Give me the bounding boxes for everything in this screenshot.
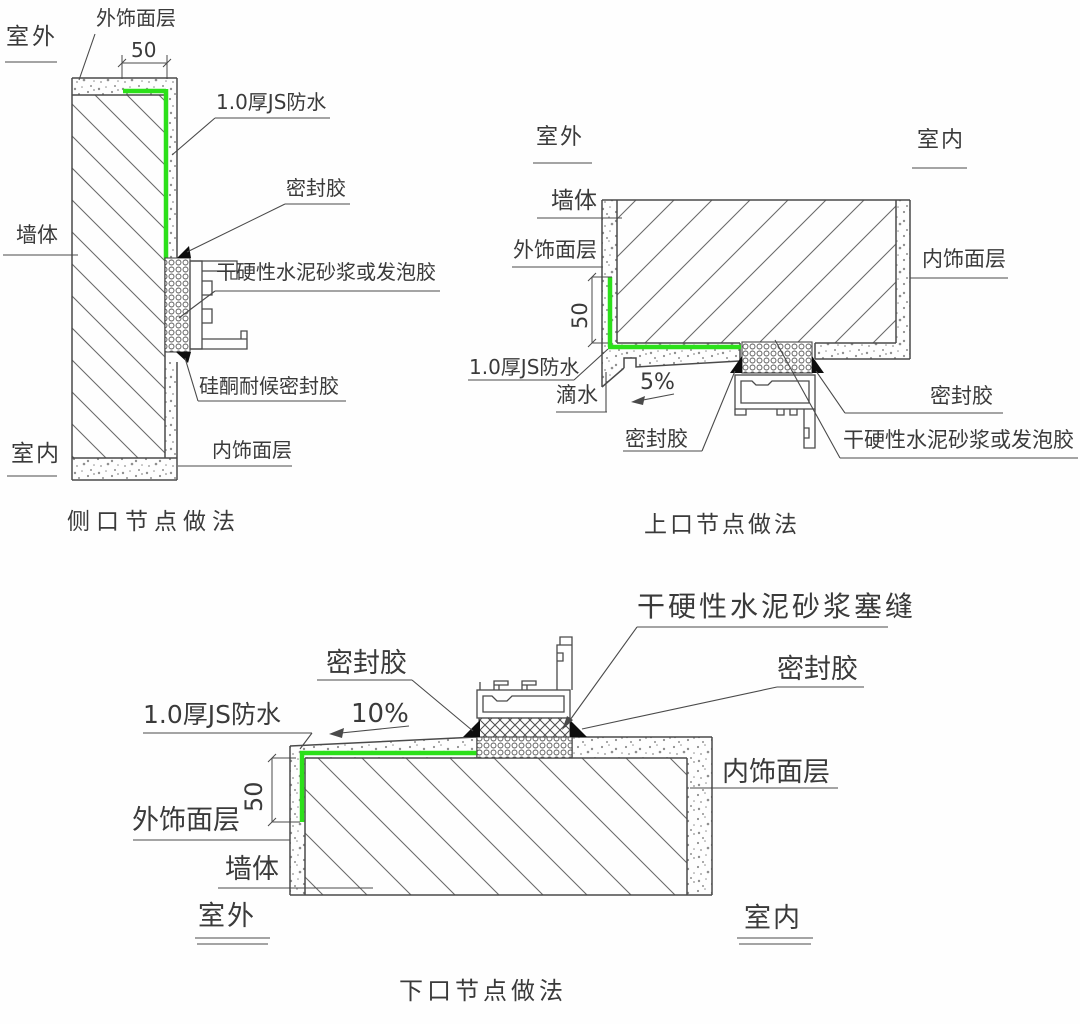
bottom-exterior-finish-label: 外饰面层 <box>132 805 240 836</box>
top-outdoor-label: 室外 <box>536 125 585 150</box>
top-slope-label: 5% <box>640 370 675 395</box>
side-caption: 侧口节点做法 <box>67 509 241 535</box>
side-wall-label: 墙体 <box>16 223 58 247</box>
bottom-outdoor-label: 室外 <box>198 901 256 932</box>
bottom-wall-label: 墙体 <box>225 854 279 885</box>
bottom-mortar-caulk-label: 干硬性水泥砂浆塞缝 <box>637 590 917 623</box>
bottom-slope-label: 10% <box>351 699 409 729</box>
side-outdoor-label: 室外 <box>6 24 58 50</box>
side-detail-drawing <box>3 33 440 481</box>
top-js-waterproof-label: 1.0厚JS防水 <box>469 355 580 379</box>
side-dim-50: 50 <box>131 38 157 62</box>
bottom-interior-finish-label: 内饰面层 <box>722 757 830 788</box>
side-interior-finish-label: 内饰面层 <box>212 438 292 462</box>
side-exterior-finish-label: 外饰面层 <box>96 6 176 30</box>
bottom-sealant-left-label: 密封胶 <box>326 648 407 679</box>
top-mortar-foam-label: 干硬性水泥砂浆或发泡胶 <box>843 428 1074 452</box>
side-indoor-label: 室内 <box>11 441 61 467</box>
top-dim-50: 50 <box>568 302 592 329</box>
top-caption: 上口节点做法 <box>644 512 800 538</box>
side-sealant-label: 密封胶 <box>286 176 346 200</box>
top-wall-label: 墙体 <box>551 188 597 214</box>
bottom-window-frame <box>476 636 573 719</box>
bottom-indoor-label: 室内 <box>744 903 802 934</box>
top-detail-drawing <box>468 162 1078 459</box>
bottom-sealant-right-label: 密封胶 <box>777 654 858 685</box>
bottom-dim-50: 50 <box>240 781 268 812</box>
bottom-detail-drawing <box>133 626 888 945</box>
side-mortar-foam-label: 干硬性水泥砂浆或发泡胶 <box>216 260 436 284</box>
top-window-frame <box>734 374 816 449</box>
side-silicone-sealant-label: 硅酮耐候密封胶 <box>199 374 339 398</box>
top-drip-label: 滴水 <box>556 383 598 407</box>
side-js-waterproof-label: 1.0厚JS防水 <box>216 90 327 114</box>
side-window-frame <box>189 260 248 350</box>
top-sealant-right-label: 密封胶 <box>930 384 993 408</box>
top-interior-finish-label: 内饰面层 <box>922 247 1006 271</box>
bottom-caption: 下口节点做法 <box>399 977 567 1005</box>
top-indoor-label: 室内 <box>917 128 966 153</box>
top-exterior-finish-label: 外饰面层 <box>513 238 597 262</box>
top-sealant-left-label: 密封胶 <box>625 427 688 451</box>
bottom-js-waterproof-label: 1.0厚JS防水 <box>143 700 282 729</box>
